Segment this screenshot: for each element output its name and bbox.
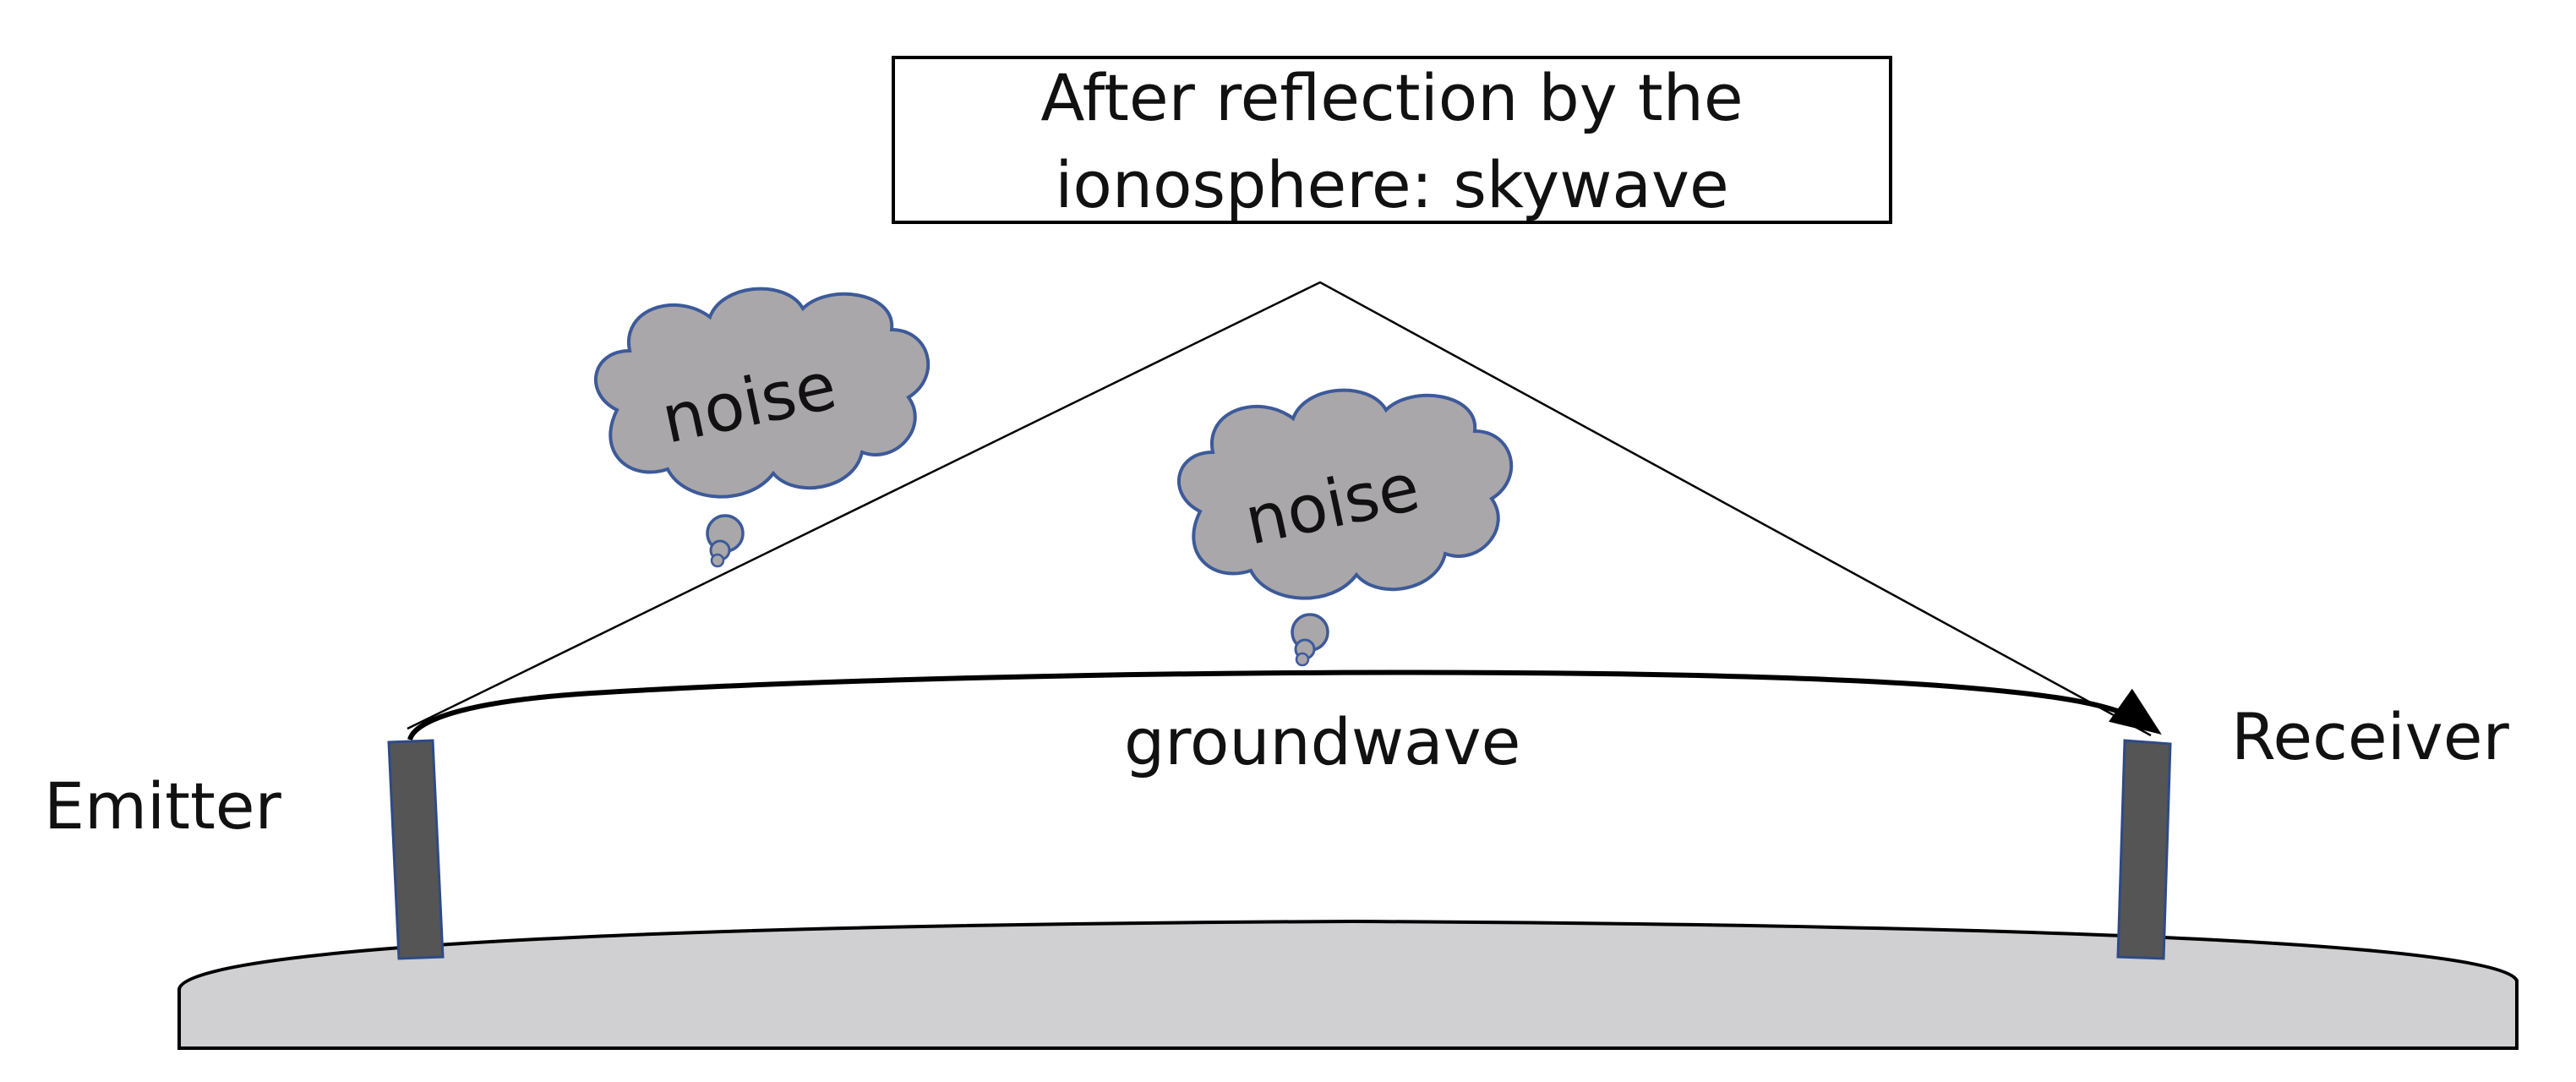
- skywave-title-line2: ionosphere: skywave: [1055, 147, 1728, 222]
- noise-cloud-1: noise: [593, 287, 931, 568]
- emitter-antenna: [387, 739, 445, 960]
- skywave-title-box: [892, 56, 1892, 224]
- ground-surface: [177, 919, 2519, 1050]
- groundwave-path: [407, 669, 2162, 741]
- receiver-antenna: [2116, 739, 2172, 960]
- noise-cloud-2: noise: [1176, 388, 1514, 667]
- skywave-title-line1: After reflection by the: [1040, 60, 1743, 135]
- groundwave-label: groundwave: [1124, 704, 1520, 779]
- receiver-label: Receiver: [2231, 699, 2510, 774]
- skywave-path: [407, 281, 2152, 737]
- emitter-label: Emitter: [44, 768, 282, 844]
